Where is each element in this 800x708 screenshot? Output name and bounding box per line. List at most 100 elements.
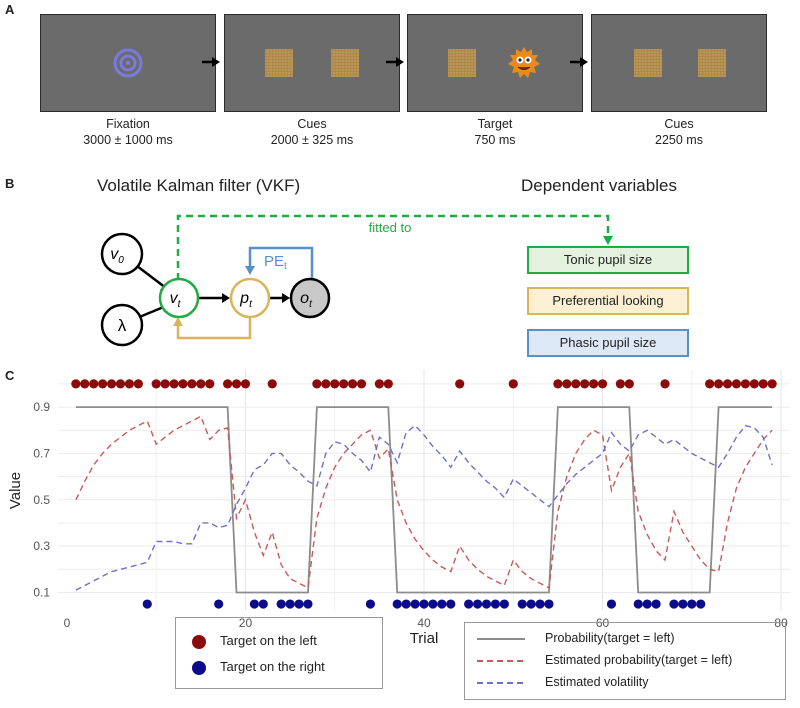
caption-target: Target 750 ms — [407, 116, 583, 148]
target-left-point — [571, 379, 581, 389]
target-right-point — [642, 599, 652, 609]
target-left-point — [722, 379, 733, 389]
fitted-to-label: fitted to — [369, 220, 412, 235]
dv-phasic-pupil-size: Phasic pupil size — [527, 329, 689, 357]
target-right-point — [464, 599, 474, 609]
series-line-estimated-volatility — [75, 424, 773, 591]
vkf-title: Volatile Kalman filter (VKF) — [97, 176, 301, 195]
target-left-point — [330, 379, 340, 389]
caption-fixation: Fixation 3000 ± 1000 ms — [40, 116, 216, 148]
legend-dot — [192, 634, 206, 649]
target-right-point — [669, 599, 679, 609]
target-right-point — [437, 599, 447, 609]
monster-target-icon — [508, 47, 540, 78]
target-right-point — [526, 599, 536, 609]
legend-targets: Target on the left Target on the right — [175, 617, 383, 689]
target-left-point — [205, 379, 215, 389]
target-left-point — [767, 379, 777, 389]
arrow-down-icon — [603, 236, 613, 245]
target-right-point — [633, 599, 643, 609]
target-right-point — [285, 599, 295, 609]
target-left-point — [660, 379, 670, 389]
target-right-point — [258, 599, 268, 609]
target-right-point — [678, 599, 688, 609]
target-left-point — [339, 379, 349, 389]
node-lambda: λ — [100, 303, 144, 347]
target-left-point — [240, 379, 251, 389]
fixation-target-icon — [113, 48, 143, 78]
target-left-point — [160, 379, 170, 389]
target-left-point — [169, 379, 179, 389]
target-left-point — [740, 379, 750, 389]
target-left-point — [383, 379, 393, 389]
target-right-point — [303, 599, 313, 609]
left-cue — [634, 49, 662, 77]
x-tick-label: 80 — [774, 616, 788, 630]
target-right-point — [365, 599, 376, 609]
target-left-point — [374, 379, 384, 389]
target-left-point — [80, 379, 90, 389]
cues-screen-1 — [224, 14, 400, 112]
target-right-point — [517, 599, 527, 609]
target-left-point — [758, 379, 768, 389]
target-right-point — [481, 599, 492, 609]
target-left-point — [508, 379, 518, 389]
svg-text:v0: v0 — [110, 246, 124, 266]
target-right-point — [651, 599, 661, 609]
y-tick-label: 0.1 — [33, 585, 50, 599]
y-tick-label: 0.9 — [33, 400, 50, 414]
prediction-error-label: PEt — [264, 253, 287, 272]
legend-series: Probability(target = left) Estimated pro… — [464, 622, 786, 700]
target-left-point — [597, 379, 608, 389]
target-right-point — [276, 599, 286, 609]
legend-label: Target on the left — [220, 633, 317, 648]
arrow-icon — [222, 293, 230, 303]
target-right-point — [472, 599, 483, 609]
left-cue — [265, 49, 293, 77]
arrow-down-icon — [245, 266, 255, 275]
target-left-point — [321, 379, 331, 389]
svg-text:λ: λ — [118, 316, 127, 335]
target-right-point — [535, 599, 545, 609]
target-left-point — [187, 379, 197, 389]
y-tick-label: 0.5 — [33, 493, 50, 507]
target-left-point — [196, 379, 206, 389]
target-left-point — [89, 379, 99, 389]
series-line-probability — [75, 406, 773, 594]
target-left-point — [312, 379, 322, 389]
node-vt: vt — [158, 277, 200, 319]
arrow-right-icon — [202, 57, 220, 67]
target-right-point — [428, 599, 438, 609]
x-tick-label: 20 — [239, 616, 253, 630]
node-pt: pt — [229, 277, 271, 319]
target-left-point — [267, 379, 277, 389]
target-left-point — [106, 379, 117, 389]
x-tick-label: 60 — [596, 616, 610, 630]
target-right-point — [214, 599, 224, 609]
target-right-point — [544, 599, 554, 609]
arrow-right-icon — [386, 57, 404, 67]
target-right-point — [410, 599, 420, 609]
target-left-point — [455, 379, 465, 389]
target-left-point — [231, 379, 242, 389]
target-left-point — [178, 379, 188, 389]
target-right-point — [499, 599, 509, 609]
target-left-point — [98, 379, 108, 389]
phase-duration: 2000 ± 325 ms — [270, 133, 354, 147]
target-left-point — [749, 379, 759, 389]
x-tick-label: 0 — [64, 616, 71, 630]
target-left-point — [553, 379, 563, 389]
legend-label-estimated-probability: Estimated probability(target = left) — [545, 653, 733, 667]
panel-label-b: B — [5, 176, 15, 191]
target-left-point — [115, 379, 126, 389]
target-left-point — [562, 379, 572, 389]
node-ot: ot — [289, 277, 331, 319]
target-right-point — [142, 599, 152, 609]
phase-name: Fixation — [106, 117, 150, 131]
target-right-point — [401, 599, 411, 609]
legend-label: Target on the right — [220, 659, 325, 674]
target-left-point — [71, 379, 81, 389]
y-tick-label: 0.7 — [33, 446, 50, 460]
y-tick-label: 0.3 — [33, 539, 50, 553]
